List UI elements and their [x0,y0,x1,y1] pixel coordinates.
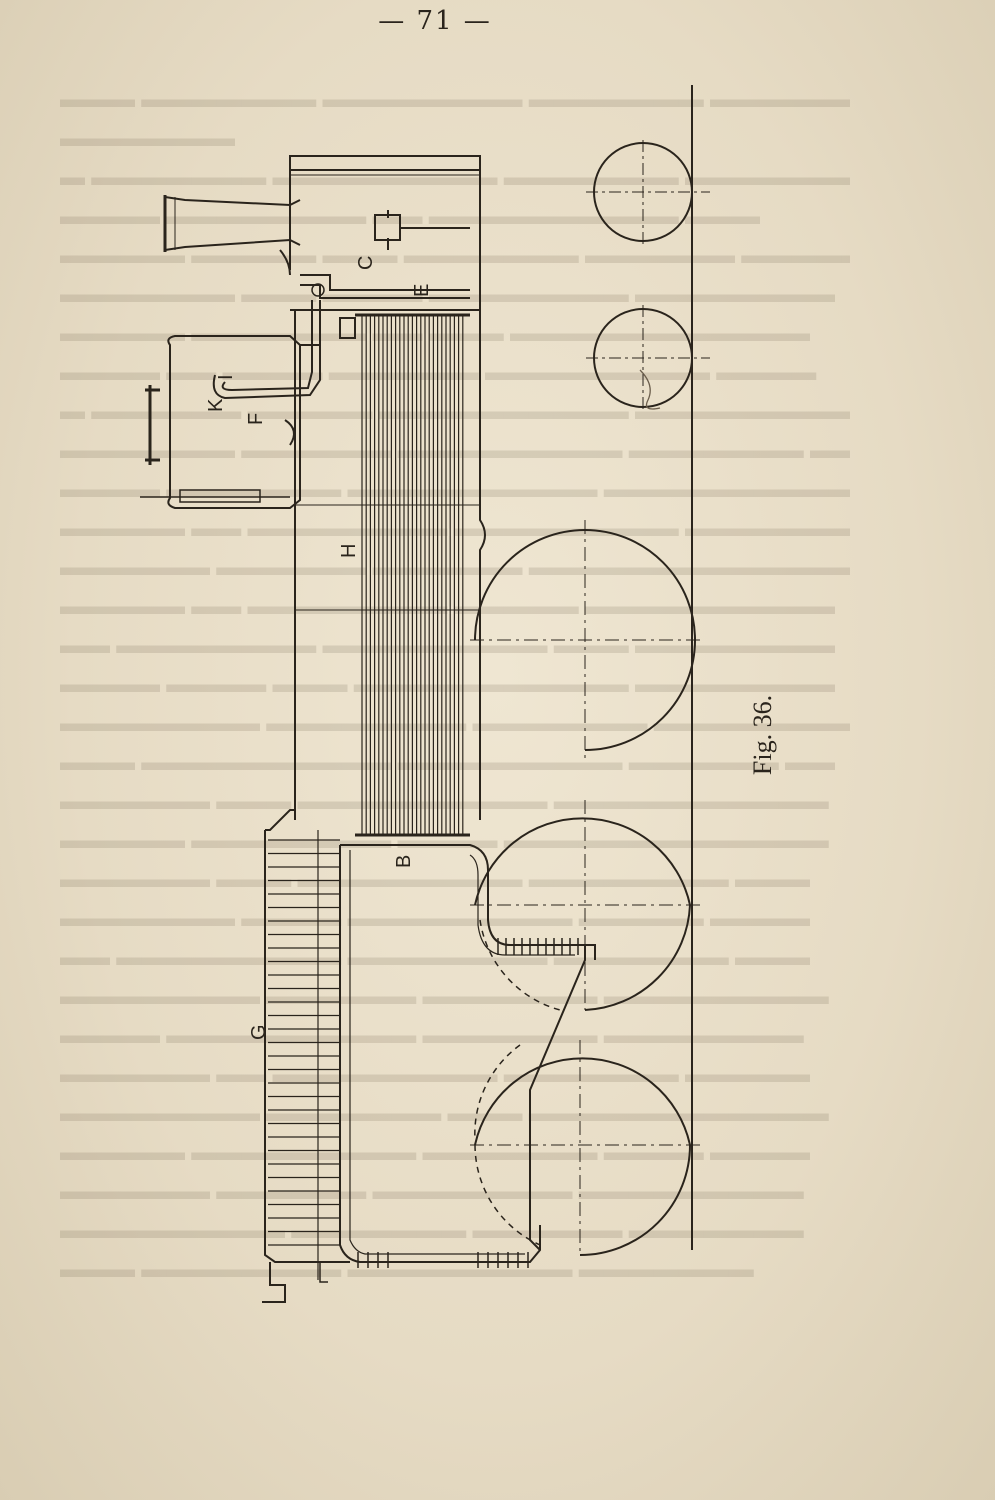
inner-firebox [340,844,586,1251]
driving-wheel-3 [474,1057,692,1256]
label-F: F [245,413,267,425]
page-number: — 71 — [378,6,492,36]
steam-pipe [300,274,470,299]
label-C: C [355,256,377,270]
chimney [164,196,301,251]
label-K: K [205,398,227,412]
label-G: G [248,1024,270,1040]
smokebox-front [289,155,481,171]
driving-wheel-2 [474,817,692,1011]
foundation-ring-rivets [357,938,579,1268]
pencil-annotation [639,369,661,410]
label-E: E [411,284,433,297]
firebox-outer-casing [264,830,350,1263]
internal-steam-pipe [212,300,321,400]
fire-tubes [361,316,464,834]
label-H: H [338,544,360,558]
figure-caption: Fig. 36. [748,694,777,776]
firebox-stays [268,839,340,1246]
dome [167,335,301,509]
blast-pipe [374,210,470,250]
label-I: I [215,374,237,380]
label-B: B [393,855,415,868]
driving-wheel-1 [474,529,696,751]
